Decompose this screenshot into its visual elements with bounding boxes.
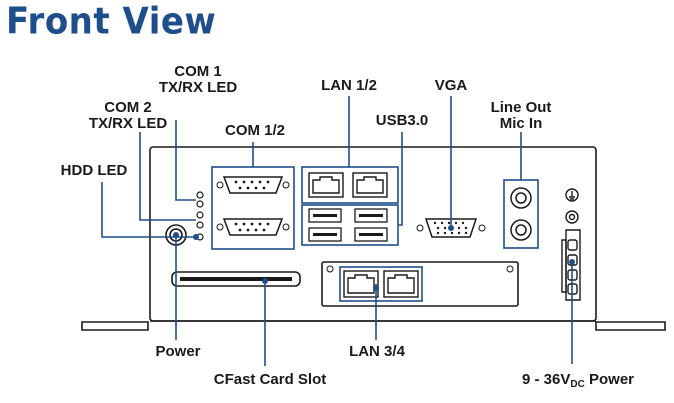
label-com1-led-line1: COM 1 — [174, 63, 222, 80]
label-lan12: LAN 1/2 — [321, 77, 377, 94]
left-bracket — [81, 321, 149, 331]
label-hdd-led: HDD LED — [61, 162, 128, 179]
label-vga: VGA — [435, 77, 468, 94]
com-ports-icon — [211, 166, 295, 250]
audio-jacks-icon — [503, 179, 539, 249]
label-com12: COM 1/2 — [225, 122, 285, 139]
leader-lines — [101, 96, 573, 366]
cfast-slot-icon — [171, 271, 301, 287]
label-com2-led-line1: COM 2 — [104, 99, 152, 116]
label-micin: Mic In — [500, 115, 543, 132]
lan12-usb-ports-icon — [301, 166, 399, 246]
leader-dots — [173, 225, 575, 291]
dc-power-connector-icon — [561, 188, 581, 301]
label-com1-led-line2: TX/RX LED — [159, 79, 238, 96]
label-usb30: USB3.0 — [376, 112, 429, 129]
label-lan34: LAN 3/4 — [349, 343, 406, 360]
label-lineout: Line Out — [491, 99, 552, 116]
label-cfast: CFast Card Slot — [214, 371, 327, 388]
label-dc-power: 9 - 36VDC Power — [522, 371, 634, 390]
page-title: Front View — [6, 0, 217, 44]
label-power: Power — [155, 343, 200, 360]
device-chassis — [81, 146, 666, 331]
lan34-module-icon — [321, 261, 519, 307]
label-com2-led-line2: TX/RX LED — [89, 115, 168, 132]
right-bracket — [595, 321, 666, 331]
led-indicators — [196, 191, 204, 241]
